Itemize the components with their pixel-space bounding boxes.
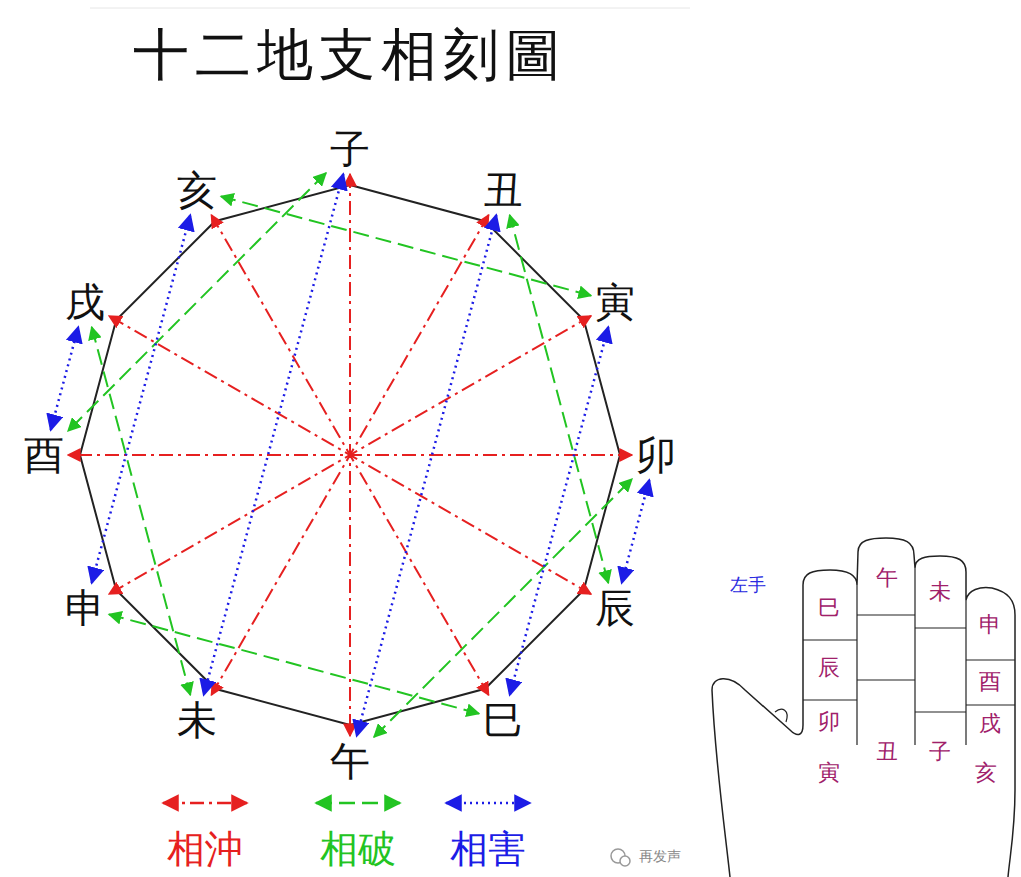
harm-line: [622, 480, 650, 583]
hand-branch-label: 酉: [979, 670, 1001, 694]
branch-node: 戌: [61, 277, 109, 327]
branch-node: 子: [326, 124, 374, 174]
break-line: [92, 327, 191, 695]
branch-label: 酉: [24, 432, 64, 478]
hand-branch-label: 巳: [818, 596, 840, 620]
branch-label: 子: [330, 126, 370, 172]
legend-sample: [316, 802, 400, 805]
legend-text: 相沖: [167, 829, 243, 871]
branch-label: 辰: [595, 585, 635, 631]
hand-branch-label: 寅: [818, 761, 840, 785]
branch-node: 丑: [479, 165, 527, 215]
branch-label: 午: [330, 738, 370, 784]
break-line: [221, 196, 591, 295]
harm-line: [204, 174, 344, 695]
legend-sample: [163, 802, 247, 805]
hand-branch-label: 申: [979, 613, 1001, 637]
hand-branch-label: 未: [929, 580, 951, 604]
harm-line: [92, 215, 191, 583]
hand-branch-label: 辰: [818, 656, 840, 680]
branch-label: 丑: [483, 167, 523, 213]
harm-line: [510, 327, 609, 695]
hand-title: 左手: [730, 575, 766, 595]
hand-branch-label: 卯: [818, 710, 840, 734]
hand-branch-label: 丑: [876, 740, 898, 764]
legend-text: 相破: [320, 829, 396, 871]
harm-line: [357, 215, 497, 736]
branch-label: 戌: [65, 279, 105, 325]
watermark: 再发声: [639, 849, 681, 864]
branch-label: 亥: [177, 167, 217, 213]
legend-text: 相害: [450, 829, 526, 871]
branch-node: 辰: [591, 583, 639, 633]
hand-branch-label: 戌: [979, 712, 1001, 736]
break-line: [510, 215, 609, 583]
branch-node: 午: [326, 736, 374, 786]
branch-node: 未: [173, 695, 221, 745]
hand-branch-label: 子: [929, 740, 951, 764]
hand-branch-label: 午: [876, 566, 898, 590]
branch-label: 卯: [636, 432, 676, 478]
branch-node: 亥: [173, 165, 221, 215]
harm-line: [51, 327, 79, 430]
branch-label: 寅: [595, 279, 635, 325]
branch-node: 卯: [632, 430, 680, 480]
title: 十二地支相刻圖: [133, 24, 567, 86]
hand-branch-label: 亥: [975, 761, 997, 785]
branch-node: 申: [61, 583, 109, 633]
branch-node: 寅: [591, 277, 639, 327]
clash-line: [211, 215, 488, 695]
legend-sample: [446, 802, 530, 805]
break-line: [109, 614, 479, 713]
branch-node: 酉: [20, 430, 68, 480]
branch-label: 申: [65, 585, 105, 631]
branch-label: 未: [177, 697, 217, 743]
branch-node: 巳: [479, 695, 527, 745]
branch-label: 巳: [483, 697, 523, 743]
